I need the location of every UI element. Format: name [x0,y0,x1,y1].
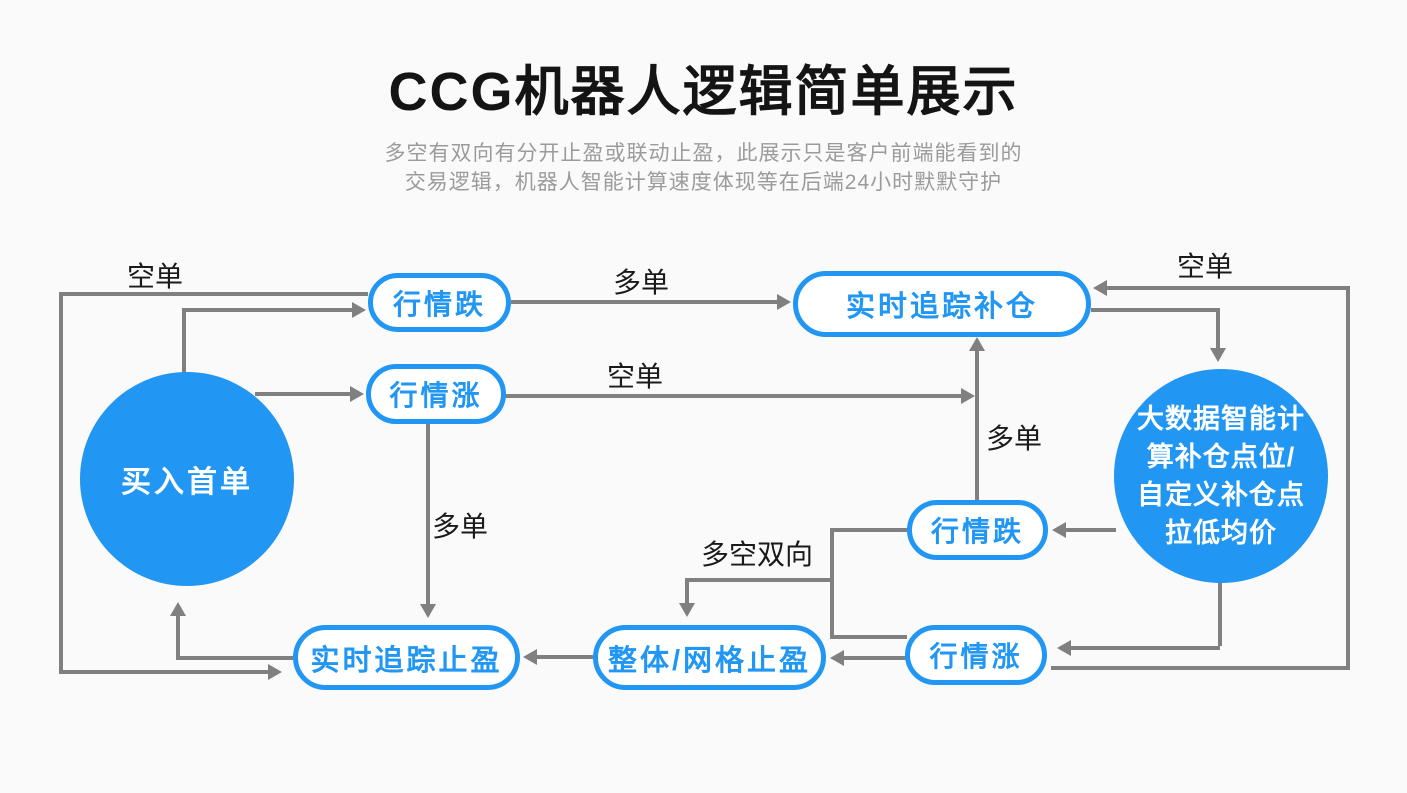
edge-down1-to-replenish [511,300,777,304]
page-subtitle: 多空有双向有分开止盈或联动止盈，此展示只是客户前端能看到的交易逻辑，机器人智能计… [0,139,1407,197]
edge-label-dual-direction: 多空双向 [701,539,814,570]
arrowhead-gridtp-to-tracktp [523,649,537,665]
edge-bracket-bottom [830,635,907,639]
page-subtitle-line-1: 多空有双向有分开止盈或联动止盈，此展示只是客户前端能看到的 [384,142,1023,165]
edge-up1-to-tracktp-vertical [426,420,430,604]
node-buy-first-order: 买入首单 [80,372,294,586]
edge-bracket-vertical [830,528,834,639]
edge-tracktp-to-buy-horizontal [176,656,293,660]
arrowhead-bracket-to-gridtp [679,603,695,617]
arrowhead-down1-to-replenish [777,294,791,310]
edge-label-short-top-left: 空单 [127,261,184,292]
bigdata-calc-line-1: 大数据智能计 [1137,404,1305,434]
arrowhead-buy-to-down1 [352,302,366,318]
edge-down2-to-replenish-vertical [975,351,979,500]
page-title: CCG机器人逻辑简单展示 [388,62,1019,122]
edge-shortloop-left-top [59,292,368,296]
edge-shortloop-left-vertical [59,292,63,674]
edge-up2-to-gridtp [842,656,907,660]
edge-shortloop-left-bottom [59,670,270,674]
edge-label-long-right-mid: 多单 [986,423,1043,454]
arrowhead-tracktp-to-buy [170,602,186,616]
edge-bigdata-to-down2 [1064,528,1116,532]
arrowhead-buy-to-up1 [350,386,364,402]
edge-label-short-top-right: 空单 [1177,251,1234,282]
edge-bracket-stem-vertical [685,578,689,605]
node-grid-take-profit: 整体/网格止盈 [593,625,826,690]
edge-buy-to-down1-vertical [182,308,186,380]
bigdata-calc-line-3: 自定义补仓点 [1137,480,1305,510]
node-market-up-top: 行情涨 [366,364,506,424]
edge-buy-to-down1-horizontal [182,308,354,312]
edge-bigdata-to-up2-vertical [1218,582,1222,646]
edge-replenish-to-bigdata-vertical [1216,308,1220,348]
edge-gridtp-to-tracktp [535,655,593,659]
bigdata-calc-line-2: 算补仓点位/ [1146,442,1296,472]
edge-replenish-to-bigdata-horizontal [1091,308,1220,312]
node-track-take-profit: 实时追踪止盈 [293,625,520,690]
edge-label-long-left-mid: 多单 [432,511,489,542]
edge-up1-to-junction [500,394,961,398]
edge-rightloop-vertical [1346,286,1350,670]
bigdata-calc-text: 大数据智能计 算补仓点位/ 自定义补仓点 拉低均价 [1137,400,1305,552]
arrowhead-replenish-to-bigdata [1210,348,1226,362]
edge-rightloop-top [1105,286,1350,290]
edge-bigdata-to-up2-horizontal [1071,646,1220,650]
arrowhead-shortloop-to-tracktp [268,664,282,680]
edge-tracktp-to-buy-vertical [176,616,180,660]
arrowhead-up1-to-tracktp [420,604,436,618]
edge-bracket-stem-horizontal [685,578,832,582]
arrowhead-up2-to-gridtp [830,650,844,666]
arrowhead-rightloop-to-replenish [1093,280,1107,296]
bigdata-calc-line-4: 拉低均价 [1165,518,1277,548]
node-bigdata-calc: 大数据智能计 算补仓点位/ 自定义补仓点 拉低均价 [1114,369,1328,583]
node-market-up-right: 行情涨 [905,625,1047,685]
arrowhead-up1-to-junction [961,388,975,404]
edge-label-long-top-mid: 多单 [613,267,670,298]
node-market-down-right: 行情跌 [907,500,1048,560]
edge-bracket-top [830,528,909,532]
arrowhead-into-replenish-bottom [969,337,985,351]
arrowhead-bigdata-to-down2 [1052,522,1066,538]
node-market-down-top: 行情跌 [368,273,511,332]
edge-label-short-mid: 空单 [607,361,664,392]
arrowhead-bigdata-to-up2 [1057,640,1071,656]
edge-rightloop-bottom [1051,666,1350,670]
page-subtitle-line-2: 交易逻辑，机器人智能计算速度体现等在后端24小时默默守护 [404,171,1003,194]
edge-buy-to-up1 [255,392,350,396]
node-track-replenish: 实时追踪补仓 [793,271,1091,337]
